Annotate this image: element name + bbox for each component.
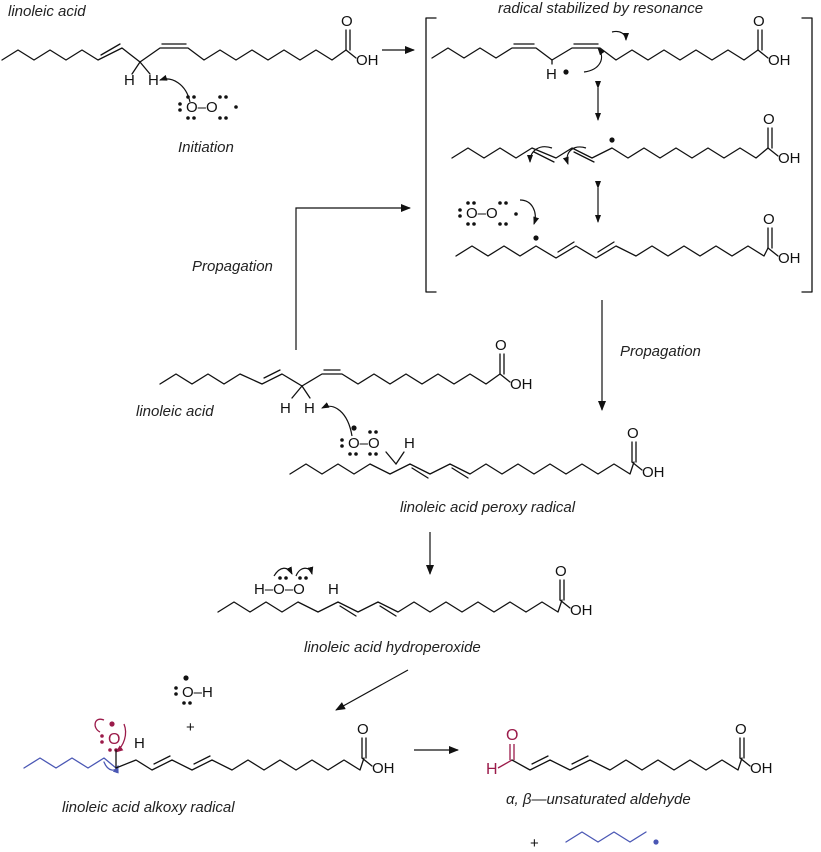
hydroperoxide: H–O–O H O OH linoleic acid hydroperoxide xyxy=(217,563,593,656)
oh-radical: O–H xyxy=(182,684,213,701)
linoleic-acid-top-label: linoleic acid xyxy=(8,3,86,20)
linoleic-acid-top: linoleic acid O OH H H O–O Initiation xyxy=(1,3,379,156)
acid-oh: OH xyxy=(356,52,379,69)
peroxy-radical-label: linoleic acid peroxy radical xyxy=(400,499,576,516)
h-atom: H xyxy=(404,435,415,452)
to-alkoxy-arrow xyxy=(335,669,409,711)
linoleic-acid-mid: O OH H H linoleic acid xyxy=(136,337,533,437)
carbonyl-o: O xyxy=(627,425,639,442)
carbonyl-o: O xyxy=(763,111,775,128)
alkoxy-radical-label: linoleic acid alkoxy radical xyxy=(62,799,235,816)
acid-oh: OH xyxy=(778,150,801,167)
carbonyl-o: O xyxy=(555,563,567,580)
acid-oh: OH xyxy=(778,250,801,267)
carbonyl-o: O xyxy=(763,211,775,228)
acid-oh: OH xyxy=(750,760,773,777)
propagation-right-label: Propagation xyxy=(620,343,701,360)
acid-oh: OH xyxy=(510,376,533,393)
plus-sign-alkyl: + xyxy=(530,835,539,852)
initiation-label: Initiation xyxy=(178,139,234,156)
alkoxy-o: O xyxy=(108,731,120,748)
acid-oh: OH xyxy=(372,760,395,777)
h-atom-left: H xyxy=(124,72,135,89)
propagation-left-label: Propagation xyxy=(192,258,273,275)
double-bond-1 xyxy=(100,43,121,56)
bracket-right xyxy=(801,17,813,293)
carbonyl-o: O xyxy=(341,13,353,30)
aldehyde-label: α, β—unsaturated aldehyde xyxy=(506,791,691,808)
acid-oh: OH xyxy=(768,52,791,69)
acid-oh: OH xyxy=(570,602,593,619)
hydroxyl-radical: O–H + xyxy=(174,675,213,736)
h-atom: H xyxy=(304,400,315,417)
alkoxy-radical: O H O OH linoleic acid alkoxy radical xyxy=(23,718,395,816)
acid-oh: OH xyxy=(642,464,665,481)
h-atom-resonance: H xyxy=(546,66,557,83)
resonance-title: radical stabilized by resonance xyxy=(498,0,703,17)
aldehyde-h: H xyxy=(486,761,498,778)
bracket-left xyxy=(425,17,437,293)
oo-peroxy: O–O xyxy=(348,435,380,452)
oo-resonance: O–O xyxy=(466,205,498,222)
plus-sign: + xyxy=(186,719,195,736)
carbonyl-o: O xyxy=(357,721,369,738)
resonance-structures: radical stabilized by resonance H O OH O… xyxy=(425,0,813,293)
alkyl-radical: + xyxy=(530,831,659,852)
oo-initiator: O–O xyxy=(186,99,218,116)
aldehyde-product: O H O OH α, β—unsaturated aldehyde xyxy=(486,721,773,808)
carbonyl-o: O xyxy=(753,13,765,30)
hydroperoxide-label: linoleic acid hydroperoxide xyxy=(304,639,481,656)
propagation-loop-arrow xyxy=(295,204,411,350)
h-atom: H xyxy=(328,581,339,598)
carbonyl-o: O xyxy=(495,337,507,354)
peroxy-radical: O–O H O OH linoleic acid peroxy radical xyxy=(289,425,665,516)
linoleic-acid-mid-label: linoleic acid xyxy=(136,403,214,420)
aldehyde-o: O xyxy=(506,727,518,744)
h-atom: H xyxy=(280,400,291,417)
hoo-group: H–O–O xyxy=(254,581,305,598)
carbonyl-o: O xyxy=(735,721,747,738)
h-atom-right: H xyxy=(148,72,159,89)
h-atom: H xyxy=(134,735,145,752)
